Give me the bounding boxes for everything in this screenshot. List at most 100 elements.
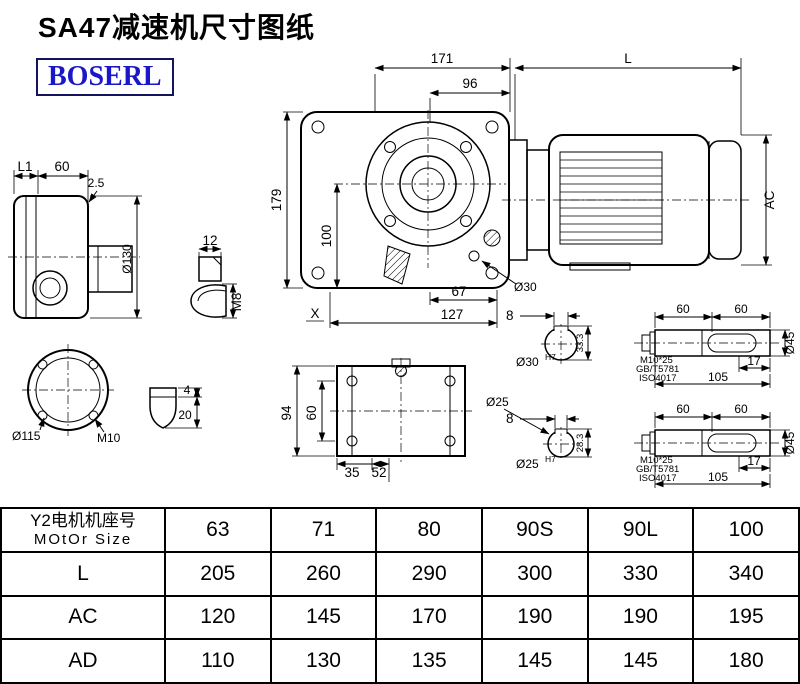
shaft25-detail: Ø25 8 28.3 Ø25 H7 60 60	[486, 395, 797, 488]
table-cell: 90S	[480, 507, 589, 553]
dim-60a-label: 60	[676, 302, 690, 316]
bolt-spec-b: M10*25	[640, 455, 673, 466]
dim-105a-label: 105	[708, 370, 728, 384]
table-cell: 71	[269, 507, 378, 553]
table-cell: 100	[692, 507, 800, 553]
dim-17a-label: 17	[747, 354, 761, 368]
dim-L1-label: L1	[17, 159, 32, 174]
table-cell: 80	[375, 507, 483, 553]
dim-4-label: 4	[184, 383, 191, 397]
dim-171-label: 171	[431, 51, 454, 66]
dim-d45a-label: Ø45	[783, 331, 797, 354]
table-cell: 190	[586, 594, 695, 641]
table-header-label-cell: Y2电机机座号 MOtOr Size	[0, 507, 166, 553]
dim-L-label: L	[624, 51, 632, 66]
dim-96-label: 96	[462, 76, 477, 91]
bore-d30-label: Ø30	[514, 280, 537, 294]
table-cell: 130	[269, 638, 378, 684]
key-detail: 12 M8	[190, 233, 244, 319]
page-title: SA47减速机尺寸图纸	[38, 12, 316, 43]
table-cell: 145	[269, 594, 378, 641]
std-gb-b: GB/T5781	[636, 464, 679, 475]
flange-view: Ø115 M10	[12, 344, 121, 445]
dim-105b-label: 105	[708, 470, 728, 484]
bore-d25-label: Ø25	[486, 395, 509, 409]
dim-d115-label: Ø115	[12, 429, 41, 443]
table-cell: 145	[480, 638, 589, 684]
dim-179-label: 179	[269, 189, 284, 212]
dim-8-30-label: 8	[506, 308, 514, 323]
gearbox-side-view: L1 60 2.5 Ø130	[8, 159, 142, 319]
dim-100-label: 100	[319, 225, 334, 248]
m10-label: M10	[97, 431, 121, 445]
x-marker-label: X	[310, 306, 319, 321]
row-label: AD	[0, 638, 166, 684]
shaft-hatch	[483, 229, 501, 247]
dim-60d-label: 60	[734, 402, 748, 416]
table-cell: 110	[164, 638, 272, 684]
dim-52-label: 52	[371, 465, 386, 480]
table-cell: 145	[586, 638, 695, 684]
dim-28-3-label: 28.3	[575, 434, 586, 453]
gearbox-front-view	[300, 110, 510, 289]
dim-d45b-label: Ø45	[783, 431, 797, 454]
std-iso-b: ISO4017	[639, 473, 677, 484]
motor-size-table: Y2电机机座号 MOtOr Size 63 71 80 90S 90L 100 …	[0, 507, 800, 684]
table-cell: 205	[164, 550, 272, 597]
bottom-dimensions: 67 127 X Ø30	[306, 260, 537, 328]
table-cell: 90L	[586, 507, 695, 553]
dim-17b-label: 17	[747, 454, 761, 468]
table-row-AC: AC 120 145 170 190 190 195	[0, 594, 800, 641]
shaft30-detail: 8 33.3 Ø30 H7 60 60 Ø45	[506, 302, 797, 388]
section-hatch	[383, 245, 411, 285]
bore-d30h7-tol: H7	[545, 352, 556, 362]
dim-67-label: 67	[451, 284, 466, 299]
m8-label: M8	[229, 293, 244, 312]
table-cell: 340	[692, 550, 800, 597]
table-cell: 135	[375, 638, 483, 684]
dim-60-side-label: 60	[54, 159, 69, 174]
table-cell: 63	[164, 507, 272, 553]
dim-94-label: 94	[279, 405, 294, 421]
table-cell: 195	[692, 594, 800, 641]
dim-d130-label: Ø130	[120, 244, 134, 274]
dim-33-3-label: 33.3	[575, 334, 586, 353]
height-dimensions: 179 100	[269, 111, 341, 289]
keyway-detail: 4 20	[149, 383, 202, 429]
motor-fins	[560, 159, 662, 241]
top-dimensions: 171 96 L	[374, 51, 742, 140]
table-header-row: Y2电机机座号 MOtOr Size 63 71 80 90S 90L 100	[0, 507, 800, 553]
table-cell: 260	[269, 550, 378, 597]
technical-drawing: 171 96 L 179 100 AC 67 127	[8, 51, 797, 488]
motor-side-view	[502, 134, 752, 271]
dim-AC-label: AC	[762, 190, 777, 209]
std-gb-a: GB/T5781	[636, 364, 679, 375]
ac-dimension: AC	[741, 134, 777, 266]
dim-2-5-label: 2.5	[88, 176, 105, 190]
dim-8-25-label: 8	[506, 411, 514, 426]
brand-logo: BOSERL	[36, 58, 174, 96]
dim-20-label: 20	[178, 408, 192, 422]
table-cell: 120	[164, 594, 272, 641]
bore-d30h7-label: Ø30	[516, 355, 539, 369]
table-cell: 300	[480, 550, 589, 597]
row-label: AC	[0, 594, 166, 641]
table-header-cn: Y2电机机座号	[30, 510, 136, 530]
dim-60b-label: 60	[734, 302, 748, 316]
table-cell: 290	[375, 550, 483, 597]
table-row-L: L 205 260 290 300 330 340	[0, 550, 800, 597]
dim-60-foot-label: 60	[304, 405, 319, 420]
bore-d25h7-tol: H7	[545, 454, 556, 464]
dim-127-label: 127	[441, 307, 464, 322]
dim-60c-label: 60	[676, 402, 690, 416]
table-row-AD: AD 110 130 135 145 145 180	[0, 638, 800, 684]
std-iso-a: ISO4017	[639, 373, 677, 384]
dim-35-label: 35	[344, 465, 359, 480]
table-cell: 180	[692, 638, 800, 684]
table-header-en: MOtOr Size	[33, 531, 133, 549]
table-cell: 330	[586, 550, 695, 597]
row-label: L	[0, 550, 166, 597]
bolt-spec-a: M10*25	[640, 355, 673, 366]
table-cell: 190	[480, 594, 589, 641]
